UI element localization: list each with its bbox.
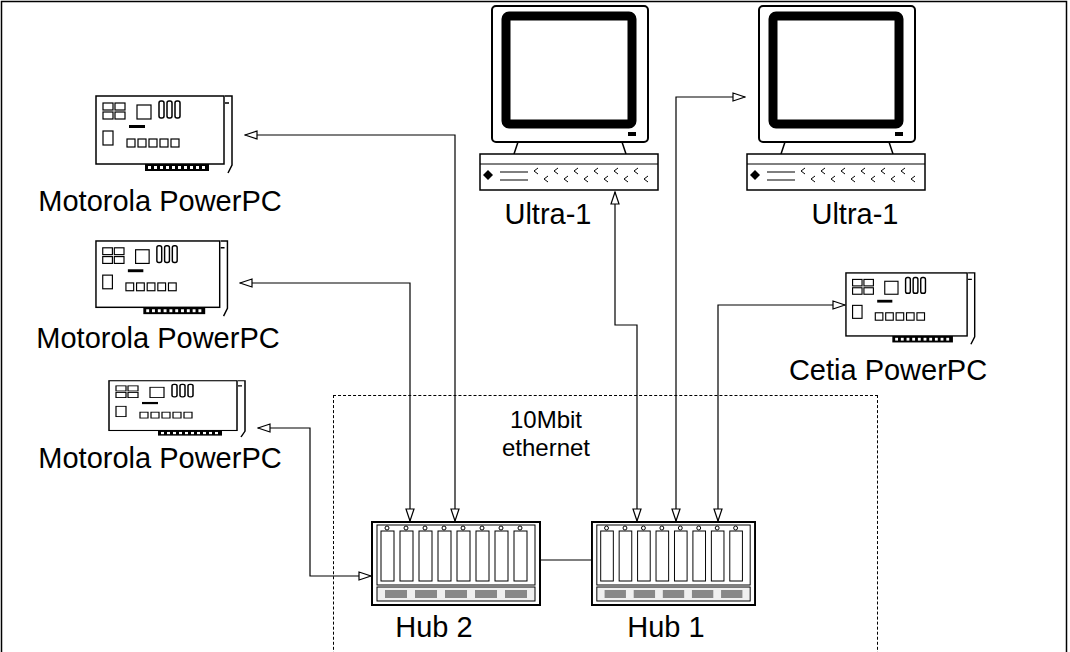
- network-hub: Hub 1: [591, 521, 756, 606]
- workstation: Ultra-1: [478, 4, 660, 192]
- network-link: [240, 283, 410, 521]
- device-label: Cetia PowerPC: [789, 354, 987, 387]
- network-link: [541, 559, 591, 560]
- network-link: [718, 305, 845, 521]
- device-label: Motorola PowerPC: [38, 442, 281, 475]
- hub-icon: [371, 521, 541, 606]
- hub-icon: [591, 521, 756, 606]
- circuit-board: Motorola PowerPC: [95, 240, 240, 320]
- board-icon: [95, 95, 245, 177]
- workstation: Ultra-1: [745, 4, 927, 192]
- device-label: Ultra-1: [504, 198, 591, 231]
- device-label: Motorola PowerPC: [36, 322, 279, 355]
- board-icon: [845, 272, 987, 348]
- circuit-board: Motorola PowerPC: [108, 380, 258, 440]
- region-label: 10Mbit ethernet: [496, 406, 596, 461]
- monitor-icon: [745, 4, 927, 192]
- device-label: Ultra-1: [811, 198, 898, 231]
- network-region: 10Mbit ethernetHub 2 Hub 1: [333, 395, 878, 652]
- board-icon: [95, 240, 240, 320]
- circuit-board: Cetia PowerPC: [845, 272, 987, 348]
- device-label: Hub 2: [395, 611, 472, 644]
- network-hub: Hub 2: [371, 521, 541, 606]
- device-label: Hub 1: [627, 611, 704, 644]
- network-link: [676, 97, 745, 521]
- circuit-board: Motorola PowerPC: [95, 95, 245, 177]
- network-link: [615, 192, 637, 521]
- device-label: Motorola PowerPC: [38, 185, 281, 218]
- monitor-icon: [478, 4, 660, 192]
- board-icon: [108, 380, 258, 440]
